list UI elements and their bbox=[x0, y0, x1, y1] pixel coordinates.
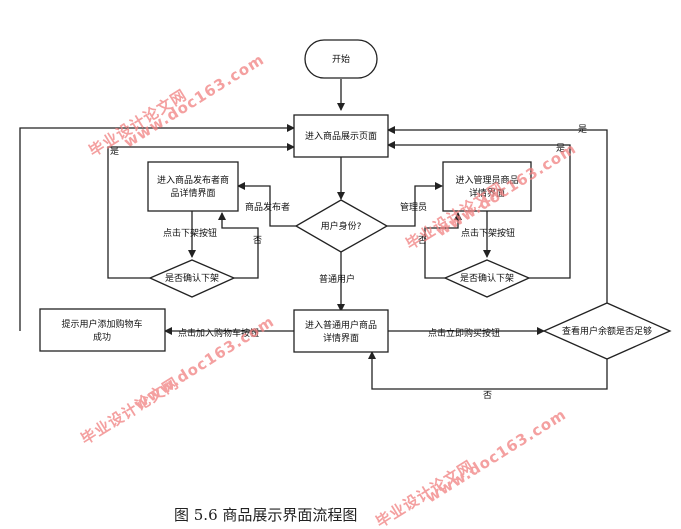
cart-msg-node bbox=[39, 308, 166, 352]
home-label: 进入商品展示页面 bbox=[305, 130, 377, 142]
confirm-left-label: 是否确认下架 bbox=[165, 272, 219, 284]
edge-label-no-right: 否 bbox=[418, 235, 427, 246]
admin-detail-label-1: 进入管理员商品 bbox=[455, 174, 518, 186]
edge-role-admin bbox=[387, 182, 443, 227]
figure-caption: 图 5.6 商品展示界面流程图 bbox=[174, 506, 357, 524]
edge-label-yes-top: 是 bbox=[578, 124, 587, 135]
confirm-left-decision bbox=[148, 259, 236, 298]
start-node bbox=[304, 39, 378, 79]
edge-label-no-left: 否 bbox=[253, 235, 262, 246]
cart-msg-label-2: 成功 bbox=[93, 331, 111, 343]
user-detail-node bbox=[293, 309, 389, 353]
edge-label-no-bottom: 否 bbox=[483, 390, 492, 401]
watermark-url-1: www.doc163.com bbox=[121, 50, 268, 151]
edge-balance-yes bbox=[387, 126, 608, 303]
edge-label-admin: 管理员 bbox=[400, 201, 427, 213]
start-label: 开始 bbox=[332, 53, 350, 65]
confirm-right-label: 是否确认下架 bbox=[460, 272, 514, 284]
user-detail-label-2: 详情界面 bbox=[323, 332, 359, 344]
edge-label-buy-now: 点击立即购买按钮 bbox=[428, 327, 500, 339]
edge-label-yes-right: 是 bbox=[556, 143, 565, 154]
edge-confirm-left-yes bbox=[107, 143, 295, 279]
watermark-url-4: www.doc163.com bbox=[423, 405, 570, 506]
admin-detail-node bbox=[442, 161, 532, 212]
home-node bbox=[293, 114, 389, 158]
edge-label-publisher: 商品发布者 bbox=[245, 201, 290, 213]
edge-label-normal-user: 普通用户 bbox=[319, 273, 355, 285]
edge-label-delist-left: 点击下架按钮 bbox=[163, 227, 217, 239]
edge-label-delist-right: 点击下架按钮 bbox=[461, 227, 515, 239]
edge-label-yes-left: 是 bbox=[110, 146, 119, 157]
publisher-detail-label-2: 品详情界面 bbox=[170, 187, 215, 199]
admin-detail-label-2: 详情界面 bbox=[469, 187, 505, 199]
publisher-detail-node bbox=[147, 161, 239, 212]
edge-cart-home bbox=[19, 124, 295, 331]
edge-balance-no bbox=[368, 351, 608, 390]
confirm-right-decision bbox=[443, 259, 531, 298]
user-role-label: 用户身份? bbox=[321, 220, 362, 232]
edge-confirm-left-no bbox=[218, 212, 259, 279]
user-role-decision bbox=[294, 199, 389, 253]
edge-confirm-right-yes bbox=[387, 141, 571, 279]
edge-label-add-cart: 点击加入购物车按钮 bbox=[178, 327, 259, 339]
edge-role-publisher bbox=[237, 182, 296, 227]
user-detail-label-1: 进入普通用户商品 bbox=[305, 319, 377, 331]
edge-confirm-right-no bbox=[424, 212, 462, 279]
publisher-detail-label-1: 进入商品发布者商 bbox=[157, 174, 229, 186]
balance-check-decision bbox=[542, 302, 672, 360]
cart-msg-label-1: 提示用户添加购物车 bbox=[61, 318, 142, 330]
balance-check-label: 查看用户余额是否足够 bbox=[562, 325, 652, 337]
